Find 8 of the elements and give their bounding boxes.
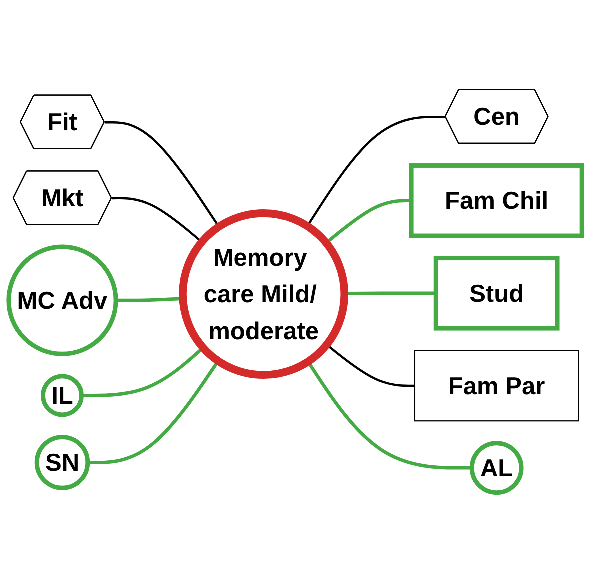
node-circle: IL (41, 374, 84, 418)
node-circle: Memory care Mild/ moderate (179, 210, 349, 380)
node-circle: SN (34, 435, 90, 490)
node-box: Fam Par (414, 350, 580, 422)
node-circle: MC Adv (6, 244, 118, 356)
node-box: Fam Chil (409, 164, 584, 238)
node-box: Stud (434, 256, 560, 331)
node-circle: AL (470, 441, 524, 496)
